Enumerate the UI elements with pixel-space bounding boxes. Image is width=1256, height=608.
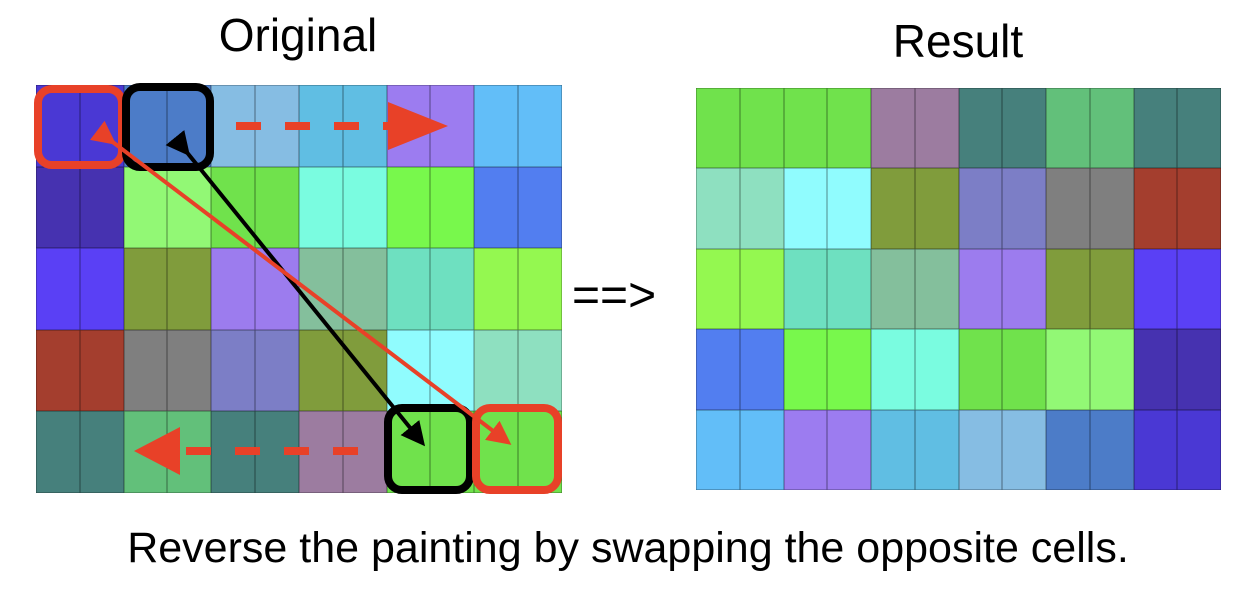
grid-cell — [871, 409, 915, 490]
grid-cell — [518, 248, 562, 330]
grid-cell — [1002, 248, 1046, 330]
grid-cell — [1089, 168, 1134, 249]
grid-cell — [914, 168, 959, 249]
grid-cell — [827, 329, 871, 410]
grid-cell — [871, 88, 915, 169]
grid-cell — [914, 88, 959, 169]
result-grid — [696, 88, 1221, 490]
grid-cell — [1177, 329, 1221, 410]
grid-cell — [783, 329, 828, 410]
grid-cell — [958, 88, 1003, 169]
grid-cell — [827, 248, 871, 330]
grid-cell — [1046, 248, 1090, 330]
result-title: Result — [892, 15, 1024, 67]
grid-cell — [914, 248, 959, 330]
grid-cell — [1002, 88, 1046, 169]
grid-cell — [1177, 409, 1221, 490]
grid-cell — [739, 168, 784, 249]
grid-cell — [739, 248, 784, 330]
grid-cell — [1133, 248, 1178, 330]
grid-cell — [1089, 409, 1134, 490]
grid-cell — [1046, 168, 1090, 249]
grid-cell — [827, 168, 871, 249]
highlight-box-red-top-left — [34, 85, 126, 169]
direction-arrowhead-bottom — [134, 427, 180, 475]
grid-cell — [1089, 88, 1134, 169]
grid-cell — [1046, 329, 1090, 410]
grid-cell — [958, 168, 1003, 249]
grid-cell — [696, 409, 740, 490]
grid-cell — [696, 168, 740, 249]
grid-cell — [696, 248, 740, 330]
grid-cell — [783, 168, 828, 249]
grid-cell — [36, 248, 80, 330]
original-title: Original — [218, 9, 378, 61]
grid-cell — [871, 168, 915, 249]
grid-cell — [518, 329, 562, 412]
grid-cell — [783, 88, 828, 169]
grid-cell — [36, 166, 80, 249]
grid-cell — [958, 409, 1003, 490]
grid-cell — [958, 329, 1003, 410]
highlight-box-black-bottom — [384, 404, 474, 494]
grid-cell — [1177, 88, 1221, 169]
direction-arrowhead-top — [388, 102, 448, 150]
swap-arrow-red — [90, 120, 512, 445]
grid-cell — [739, 88, 784, 169]
grid-cell — [36, 85, 80, 167]
grid-cell — [36, 411, 80, 493]
grid-cell — [871, 248, 915, 330]
grid-cell — [36, 329, 80, 412]
grid-cell — [1002, 329, 1046, 410]
highlight-box-red-bottom-right — [472, 404, 562, 494]
grid-cell — [827, 409, 871, 490]
grid-cell — [1177, 168, 1221, 249]
grid-cell — [1046, 409, 1090, 490]
grid-cell — [739, 409, 784, 490]
grid-cell — [1089, 329, 1134, 410]
grid-cell — [1046, 88, 1090, 169]
grid-cell — [1133, 329, 1178, 410]
grid-cell — [783, 409, 828, 490]
grid-cell — [1002, 168, 1046, 249]
grid-cell — [783, 248, 828, 330]
grid-cell — [518, 166, 562, 249]
grid-cell — [1133, 88, 1178, 169]
grid-cell — [1177, 248, 1221, 330]
grid-cell — [518, 85, 562, 167]
caption: Reverse the painting by swapping the opp… — [127, 524, 1129, 572]
grid-cell — [739, 329, 784, 410]
grid-cell — [958, 248, 1003, 330]
grid-cell — [696, 88, 740, 169]
grid-cell — [1133, 409, 1178, 490]
swap-arrow-black — [165, 130, 426, 447]
grid-cell — [1089, 248, 1134, 330]
grid-cell — [827, 88, 871, 169]
transform-arrow-text: ==> — [572, 269, 657, 322]
grid-cell — [914, 329, 959, 410]
grid-cell — [1133, 168, 1178, 249]
grid-cell — [1002, 409, 1046, 490]
grid-cell — [696, 329, 740, 410]
grid-cell — [914, 409, 959, 490]
highlight-box-black-top — [122, 83, 214, 171]
grid-cell — [871, 329, 915, 410]
